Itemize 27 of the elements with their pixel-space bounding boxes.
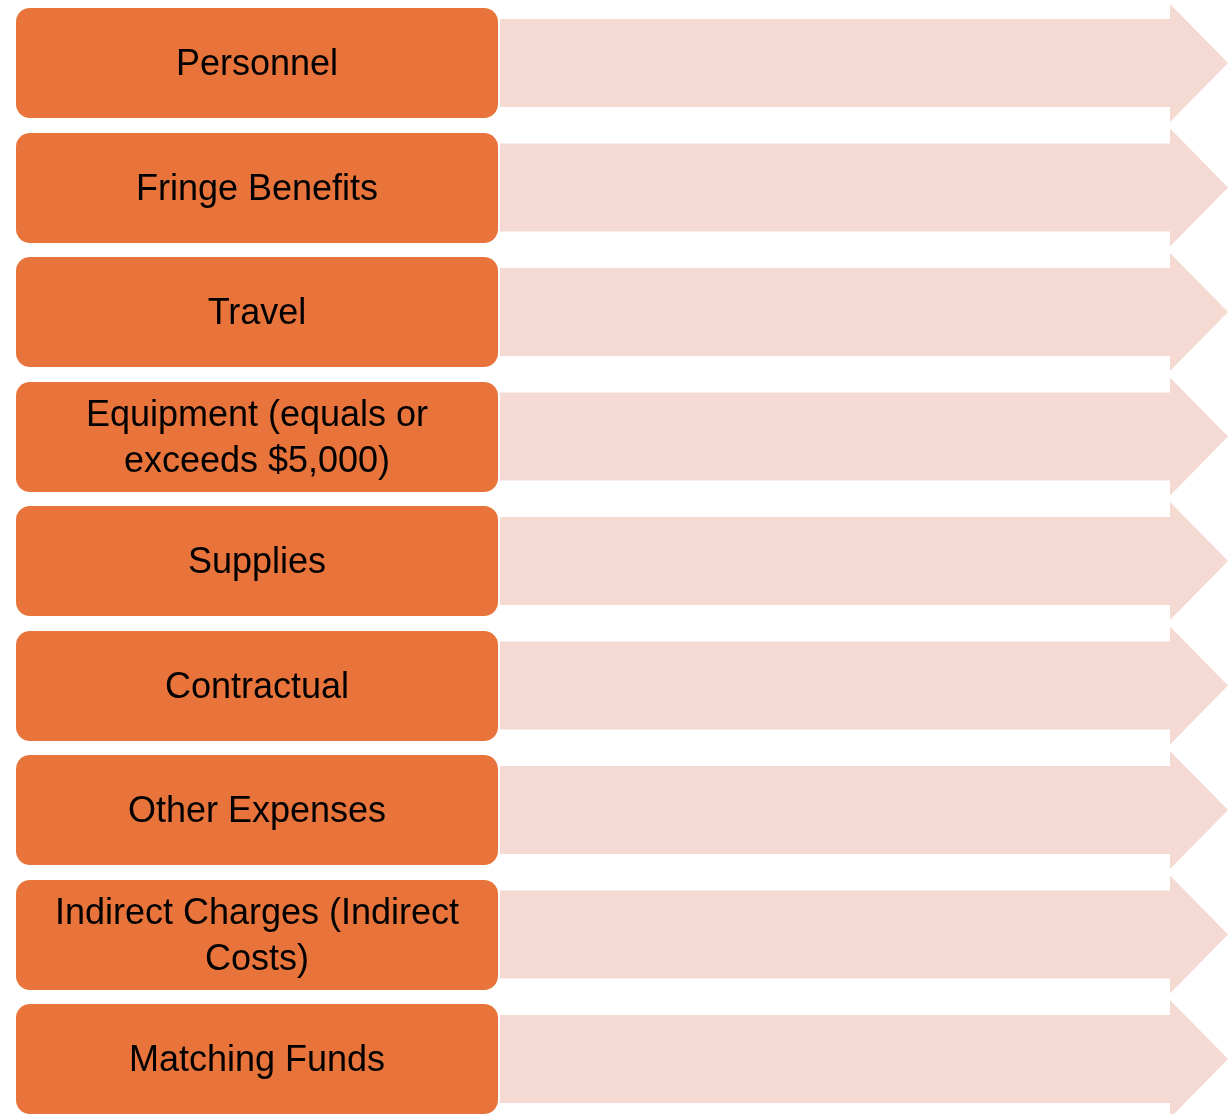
- category-label: Indirect Charges (Indirect Costs): [53, 889, 461, 980]
- category-label: Fringe Benefits: [135, 165, 379, 210]
- category-label: Supplies: [187, 539, 327, 583]
- block-arrow: [500, 128, 1228, 247]
- category-label: Other Expenses: [127, 788, 387, 832]
- category-label: Matching Funds: [128, 1037, 386, 1081]
- category-box: [16, 879, 498, 990]
- category-box: [16, 257, 498, 367]
- block-arrow: [500, 626, 1228, 745]
- block-arrow: [500, 502, 1228, 620]
- category-label: Equipment (equals or exceeds $5,000): [84, 391, 430, 482]
- block-arrow: [500, 875, 1228, 994]
- category-label: Personnel: [175, 41, 339, 85]
- block-arrow: [500, 377, 1228, 496]
- block-arrow: [500, 253, 1228, 371]
- category-box: [16, 381, 498, 492]
- block-arrow: [500, 751, 1228, 869]
- category-label: Contractual: [164, 663, 350, 708]
- category-box: [16, 755, 498, 865]
- category-box: [16, 8, 498, 118]
- category-label: Travel: [207, 290, 307, 334]
- category-box: [16, 630, 498, 741]
- category-box: [16, 1004, 498, 1114]
- category-box: [16, 132, 498, 243]
- block-arrow: [500, 1000, 1228, 1114]
- block-arrow: [500, 4, 1228, 122]
- category-box: [16, 506, 498, 616]
